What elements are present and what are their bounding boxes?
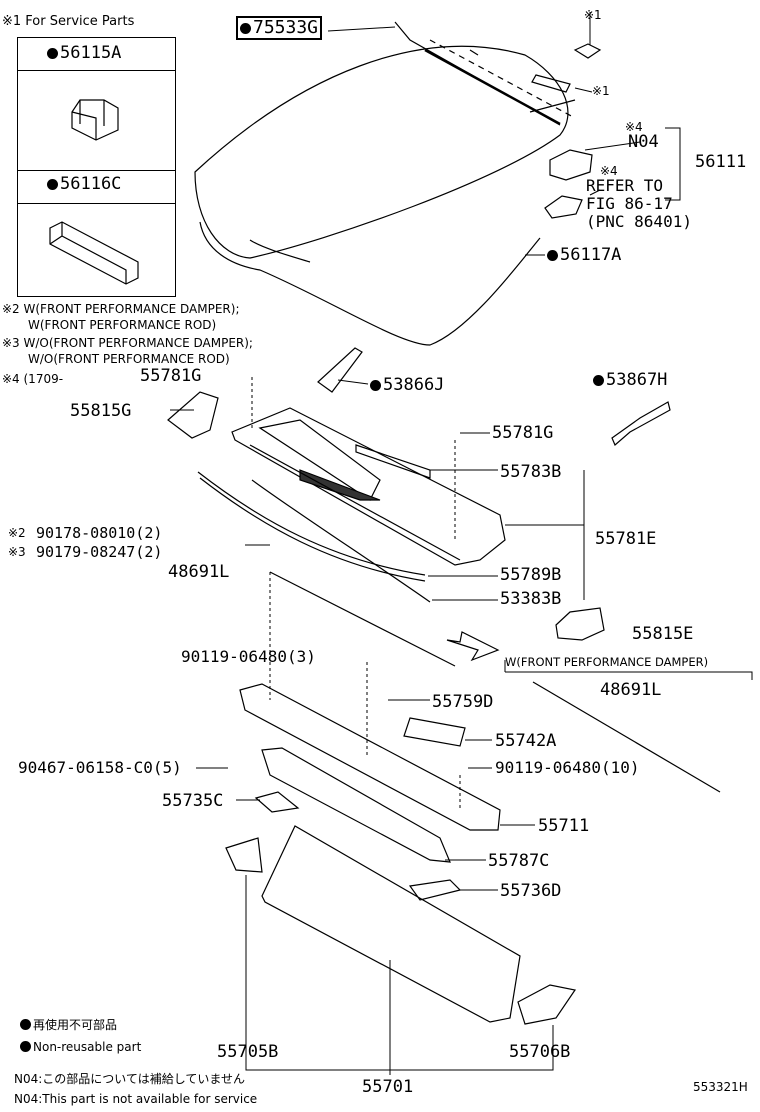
part-56117A: 56117A [547,245,621,265]
clip-part-icon [71,99,119,141]
cowl-top-seal [197,444,431,603]
part-56116C: 56116C [47,174,121,194]
part-53866J: 53866J [370,375,444,395]
damper-note: W(FRONT PERFORMANCE DAMPER) [505,655,709,669]
pad-part-icon [49,221,139,285]
part-55781G-a: 55781G [140,366,202,386]
ref-1b: ※1 [592,84,610,98]
part-53867H: 53867H [593,370,667,390]
part-48691L-a: 48691L [168,562,230,582]
part-55781E: 55781E [595,529,657,549]
direction-arrow [446,631,500,662]
cover-55815E [555,607,605,641]
part-55742A: 55742A [495,731,557,751]
part-90179: 90179-08247(2) [36,543,163,561]
seal-strip-53866J [317,347,363,393]
part-90119-b: 90119-06480(10) [495,758,640,777]
note-4: ※4 (1709- [2,372,64,386]
refer-line-3: (PNC 86401) [586,212,692,231]
part-55815E: 55815E [632,624,694,644]
refer-line-1: REFER TO [586,176,664,195]
note-2b: W(FRONT PERFORMANCE ROD) [28,318,217,332]
bracket-icons [544,149,593,219]
part-55789B: 55789B [500,565,562,585]
ref-4a: ※4 [625,120,643,134]
legend-jp-reuse: 再使用不可部品 [20,1018,117,1032]
leader-lines [170,12,753,1075]
part-55759D: 55759D [432,692,494,712]
part-90119-a: 90119-06480(3) [181,647,316,666]
ref-4b: ※4 [600,164,618,178]
part-55781G-b: 55781G [492,423,554,443]
service-parts-note: ※1 For Service Parts [2,14,135,29]
part-75533G: 75533G [236,16,323,40]
part-55701: 55701 [362,1077,414,1097]
legend-en-n04: N04:This part is not available for servi… [14,1092,258,1106]
part-55705B: 55705B [217,1042,279,1062]
part-55735C: 55735C [162,791,224,811]
part-56111: 56111 [695,152,747,172]
side-cover-left [167,391,219,439]
part-55815G: 55815G [70,401,132,421]
dash-panel [225,791,577,1025]
ref-3: ※3 [8,545,26,559]
note-2: ※2 W(FRONT PERFORMANCE DAMPER); [2,302,240,316]
legend-en-reuse: Non-reusable part [20,1040,141,1054]
part-48691L-b: 48691L [600,680,662,700]
part-53383B: 53383B [500,589,562,609]
ref-1a: ※1 [584,8,602,22]
note-3b: W/O(FRONT PERFORMANCE ROD) [28,352,230,366]
ref-2: ※2 [8,526,26,540]
part-55783B: 55783B [500,462,562,482]
part-90178: 90178-08010(2) [36,524,163,542]
cowl-louver [231,407,506,566]
part-55711: 55711 [538,816,590,836]
seal-strip-53867H [611,401,671,446]
figure-id: 553321H [693,1080,748,1094]
code-N04: N04 [628,132,659,152]
service-parts-box [17,37,176,297]
rod-48691L [269,571,721,793]
part-55787C: 55787C [488,851,550,871]
refer-line-2: FIG 86-17 [586,194,673,213]
part-90467: 90467-06158-C0(5) [18,758,182,777]
cowl-panel [239,683,501,863]
part-56115A: 56115A [47,43,121,63]
part-55706B: 55706B [509,1042,571,1062]
windshield-glass [194,21,576,346]
retainer-clip-icon [531,43,602,93]
note-3: ※3 W/O(FRONT PERFORMANCE DAMPER); [2,336,253,350]
part-55736D: 55736D [500,881,562,901]
legend-jp-n04: N04:この部品については補給していません [14,1072,245,1086]
